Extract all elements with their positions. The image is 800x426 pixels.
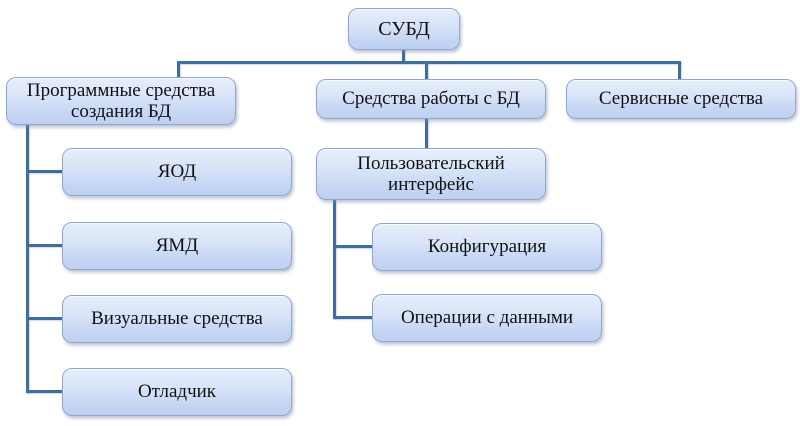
connector-stub-configuration <box>333 245 372 248</box>
node-yamd-label: ЯМД <box>155 235 199 257</box>
node-db-creation-tools-label: Программные средства создания БД <box>26 79 216 122</box>
connector-stub-visual-tools <box>26 317 62 320</box>
connector-stub-debugger <box>26 390 62 393</box>
node-configuration-label: Конфигурация <box>427 236 547 258</box>
node-configuration: Конфигурация <box>372 223 602 271</box>
connector-level1-horizontal <box>177 61 681 64</box>
node-service-tools: Сервисные средства <box>566 79 796 119</box>
connector-stub-yamd <box>26 244 62 247</box>
node-dbms: СУБД <box>348 8 460 50</box>
connector-create-tools-trunk <box>26 125 29 393</box>
node-db-creation-tools: Программные средства создания БД <box>6 77 236 125</box>
node-visual-tools: Визуальные средства <box>62 295 292 343</box>
node-user-interface: Пользовательский интерфейс <box>316 148 546 200</box>
node-visual-tools-label: Визуальные средства <box>91 308 263 330</box>
node-debugger-label: Отладчик <box>137 381 217 403</box>
connector-stub-data-operations <box>333 316 372 319</box>
node-yamd: ЯМД <box>62 222 292 270</box>
node-service-tools-label: Сервисные средства <box>598 88 764 110</box>
node-db-work-tools: Средства работы с БД <box>316 79 546 119</box>
connector-stub-yaod <box>26 170 62 173</box>
connector-root-stub <box>402 48 405 63</box>
connector-drop-create-tools <box>177 61 180 78</box>
node-user-interface-label: Пользовательский интерфейс <box>357 152 505 195</box>
node-dbms-label: СУБД <box>378 17 430 40</box>
node-db-work-tools-label: Средства работы с БД <box>342 88 520 110</box>
connector-ui-trunk <box>333 200 336 319</box>
node-yaod-label: ЯОД <box>157 161 197 183</box>
node-debugger: Отладчик <box>62 368 292 416</box>
connector-drop-service-tools <box>678 61 681 80</box>
connector-work-tools-to-ui <box>425 119 428 148</box>
node-yaod: ЯОД <box>62 148 292 196</box>
connector-drop-work-tools <box>425 61 428 80</box>
node-data-operations: Операции с данными <box>372 294 602 342</box>
node-data-operations-label: Операции с данными <box>400 307 574 329</box>
